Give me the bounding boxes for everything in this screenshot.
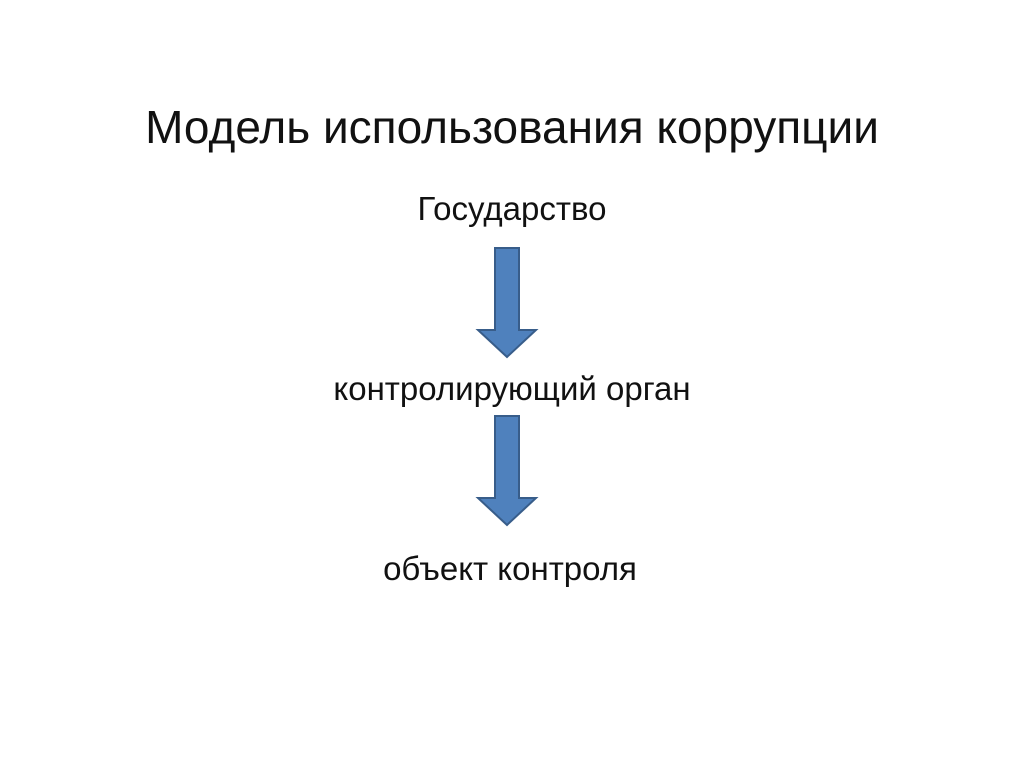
- node-control-body: контролирующий орган: [333, 370, 691, 407]
- node-state: Государство: [417, 190, 607, 227]
- down-arrow-icon: [475, 415, 539, 527]
- slide-title: Модель использования коррупции: [145, 100, 879, 153]
- down-arrow-icon: [475, 247, 539, 359]
- node-control-object: объект контроля: [383, 550, 637, 587]
